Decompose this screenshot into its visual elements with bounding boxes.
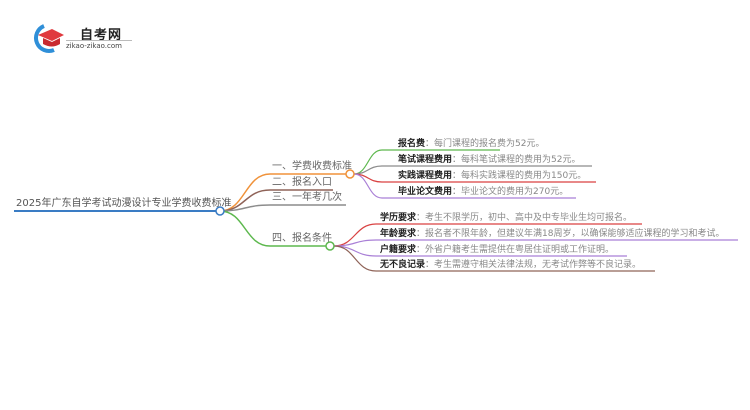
leaf-key: 笔试课程费用: [398, 155, 453, 165]
root-node-handle: [215, 206, 225, 216]
leaf-sep: ：: [416, 213, 426, 223]
leaf-sep: ：: [452, 155, 462, 165]
leaf-age-requirement[interactable]: 年龄要求：报名者不限年龄，但建议年满18周岁，以确保能够适应课程的学习和考试。: [380, 228, 725, 240]
leaf-value: 外省户籍考生需提供在粤居住证明或工作证明。: [425, 245, 615, 255]
leaf-no-bad-record[interactable]: 无不良记录：考生需遵守相关法律法规，无考试作弊等不良记录。: [380, 259, 641, 271]
leaf-key: 年龄要求: [380, 229, 417, 239]
branch-registration-conditions[interactable]: 四、报名条件: [272, 233, 332, 244]
leaf-value: 每门课程的报名费为52元。: [434, 139, 545, 149]
leaf-key: 报名费: [398, 139, 426, 149]
leaf-sep: ：: [425, 139, 435, 149]
leaf-practical-course-fee[interactable]: 实践课程费用：每科实践课程的费用为150元。: [398, 170, 586, 182]
leaf-sep: ：: [416, 245, 426, 255]
root-node[interactable]: 2025年广东自学考试动漫设计专业学费收费标准: [16, 198, 232, 209]
leaf-registration-fee[interactable]: 报名费：每门课程的报名费为52元。: [398, 138, 544, 150]
leaf-value: 考生需遵守相关法律法规，无考试作弊等不良记录。: [434, 260, 642, 270]
leaf-key: 无不良记录: [380, 260, 426, 270]
leaf-value: 报名者不限年龄，但建议年满18周岁，以确保能够适应课程的学习和考试。: [425, 229, 725, 239]
logo-title: 自考网: [80, 28, 123, 43]
leaf-education-requirement[interactable]: 学历要求：考生不限学历，初中、高中及中专毕业生均可报名。: [380, 212, 632, 224]
branch-4-node-handle: [325, 241, 335, 251]
leaf-household-requirement[interactable]: 户籍要求：外省户籍考生需提供在粤居住证明或工作证明。: [380, 244, 614, 256]
leaf-sep: ：: [425, 260, 435, 270]
branch-registration-entry[interactable]: 二、报名入口: [272, 177, 332, 188]
branch-1-node-handle: [345, 169, 355, 179]
leaf-key: 实践课程费用: [398, 171, 453, 181]
leaf-sep: ：: [452, 187, 462, 197]
logo: [30, 22, 140, 53]
leaf-value: 每科实践课程的费用为150元。: [461, 171, 587, 181]
leaf-sep: ：: [452, 171, 462, 181]
leaf-written-course-fee[interactable]: 笔试课程费用：每科笔试课程的费用为52元。: [398, 154, 580, 166]
leaf-key: 毕业论文费用: [398, 187, 453, 197]
graduation-cap-icon: [34, 24, 64, 53]
leaf-sep: ：: [416, 229, 426, 239]
leaf-key: 户籍要求: [380, 245, 417, 255]
logo-url: zikao-zikao.com: [66, 40, 132, 50]
leaf-thesis-fee[interactable]: 毕业论文费用：毕业论文的费用为270元。: [398, 186, 568, 198]
leaf-value: 考生不限学历，初中、高中及中专毕业生均可报名。: [425, 213, 633, 223]
leaf-value: 毕业论文的费用为270元。: [461, 187, 569, 197]
leaf-value: 每科笔试课程的费用为52元。: [461, 155, 581, 165]
branch-fee-standard[interactable]: 一、学费收费标准: [272, 161, 352, 172]
branch-exams-per-year[interactable]: 三、一年考几次: [272, 192, 342, 203]
leaf-key: 学历要求: [380, 213, 417, 223]
